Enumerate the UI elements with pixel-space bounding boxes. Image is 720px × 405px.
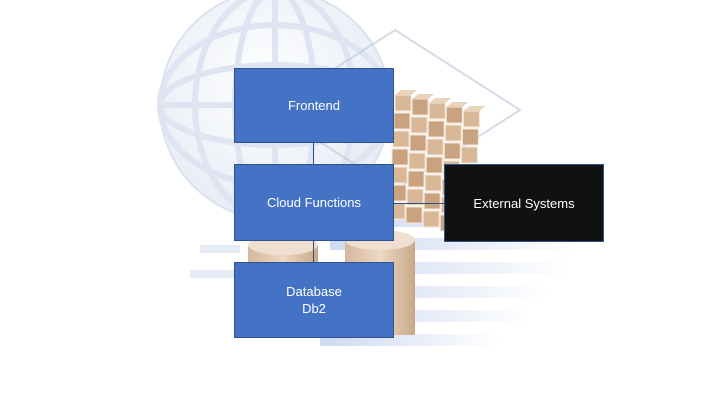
- frontend-node[interactable]: Frontend: [234, 68, 394, 143]
- database-label: Database: [286, 284, 342, 299]
- database-sublabel: Db2: [302, 301, 326, 316]
- cloud-functions-node[interactable]: Cloud Functions: [234, 164, 394, 241]
- edge-cloud-database: [313, 241, 314, 262]
- external-systems-node[interactable]: External Systems: [444, 164, 604, 242]
- edge-cloud-external: [394, 203, 444, 204]
- cloud-functions-label: Cloud Functions: [267, 195, 361, 210]
- frontend-label: Frontend: [287, 98, 341, 113]
- edge-frontend-cloud: [313, 143, 314, 164]
- external-systems-label: External Systems: [473, 195, 575, 211]
- database-node[interactable]: Database Db2: [234, 262, 394, 338]
